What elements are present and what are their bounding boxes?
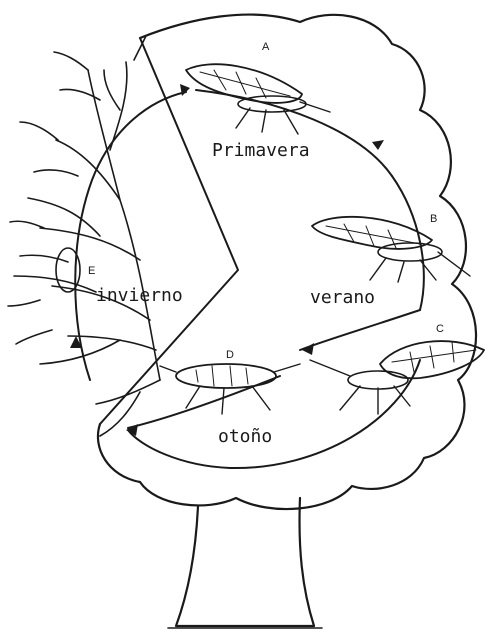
marker-e: E <box>88 265 95 277</box>
winter-wedge-outline <box>100 38 238 424</box>
marker-d: D <box>226 349 234 361</box>
insect-c <box>310 341 484 414</box>
tree-crown-outline <box>98 15 476 509</box>
tree-trunk <box>176 498 314 626</box>
label-winter: invierno <box>96 285 183 306</box>
insect-d <box>160 364 300 414</box>
insect-b <box>312 217 470 282</box>
label-spring: Primavera <box>212 140 310 161</box>
insect-a <box>186 64 330 134</box>
marker-a: A <box>262 41 270 53</box>
label-autumn: otoño <box>218 426 272 447</box>
bare-branches <box>8 36 160 436</box>
marker-b: B <box>430 213 437 225</box>
label-summer: verano <box>310 287 375 308</box>
marker-c: C <box>436 323 444 335</box>
